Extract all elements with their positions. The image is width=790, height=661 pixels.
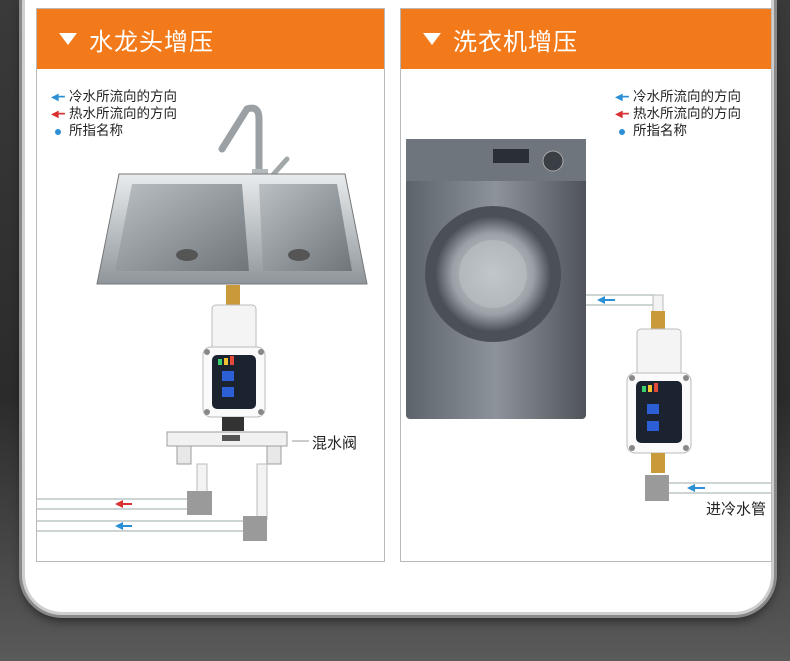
washer-boost-title: 洗衣机增压 — [453, 27, 578, 56]
washer-boost-header: 洗衣机增压 — [401, 9, 771, 69]
washer-boost-panel: 洗衣机增压 ◀━ 冷水所流向的方向 ◀━ 热水所流向的方向 所指名称 — [400, 8, 772, 562]
mixer-valve-label: 混水阀 — [312, 434, 358, 452]
cold-inlet-label: 进冷水管 — [706, 500, 767, 518]
legend-cold: 冷水所流向的方向 — [633, 89, 741, 105]
dot-icon — [55, 128, 61, 135]
sink-icon — [96, 173, 368, 285]
arrow-left-icon: ◀━ — [615, 92, 629, 103]
faucet-boost-title: 水龙头增压 — [89, 27, 214, 56]
legend-name: 所指名称 — [69, 123, 123, 139]
legend-hot: 热水所流向的方向 — [633, 106, 741, 122]
washing-machine-icon — [406, 139, 586, 419]
triangle-down-icon — [59, 33, 77, 45]
arrow-left-icon: ◀━ — [51, 92, 65, 103]
faucet-illustration — [37, 104, 368, 541]
legend: ◀━ 冷水所流向的方向 ◀━ 热水所流向的方向 所指名称 — [615, 89, 741, 140]
mixer-valve-icon — [166, 431, 288, 465]
faucet-boost-panel: 水龙头增压 ◀━ 冷水所流向的方向 ◀━ 热水所流向的方向 所指名称 — [36, 8, 385, 562]
legend-name: 所指名称 — [633, 123, 687, 139]
arrow-left-icon: ◀━ — [51, 109, 65, 120]
legend: ◀━ 冷水所流向的方向 ◀━ 热水所流向的方向 所指名称 — [51, 89, 177, 140]
triangle-down-icon — [423, 33, 441, 45]
washer-illustration — [406, 139, 771, 501]
booster-pump-icon — [202, 304, 266, 431]
legend-cold: 冷水所流向的方向 — [69, 89, 177, 105]
arrow-left-icon: ◀━ — [615, 109, 629, 120]
booster-pump-icon — [626, 328, 692, 454]
legend-hot: 热水所流向的方向 — [69, 106, 177, 122]
product-frame: 水龙头增压 ◀━ 冷水所流向的方向 ◀━ 热水所流向的方向 所指名称 — [22, 0, 774, 615]
dot-icon — [619, 128, 625, 135]
faucet-boost-header: 水龙头增压 — [37, 9, 384, 69]
